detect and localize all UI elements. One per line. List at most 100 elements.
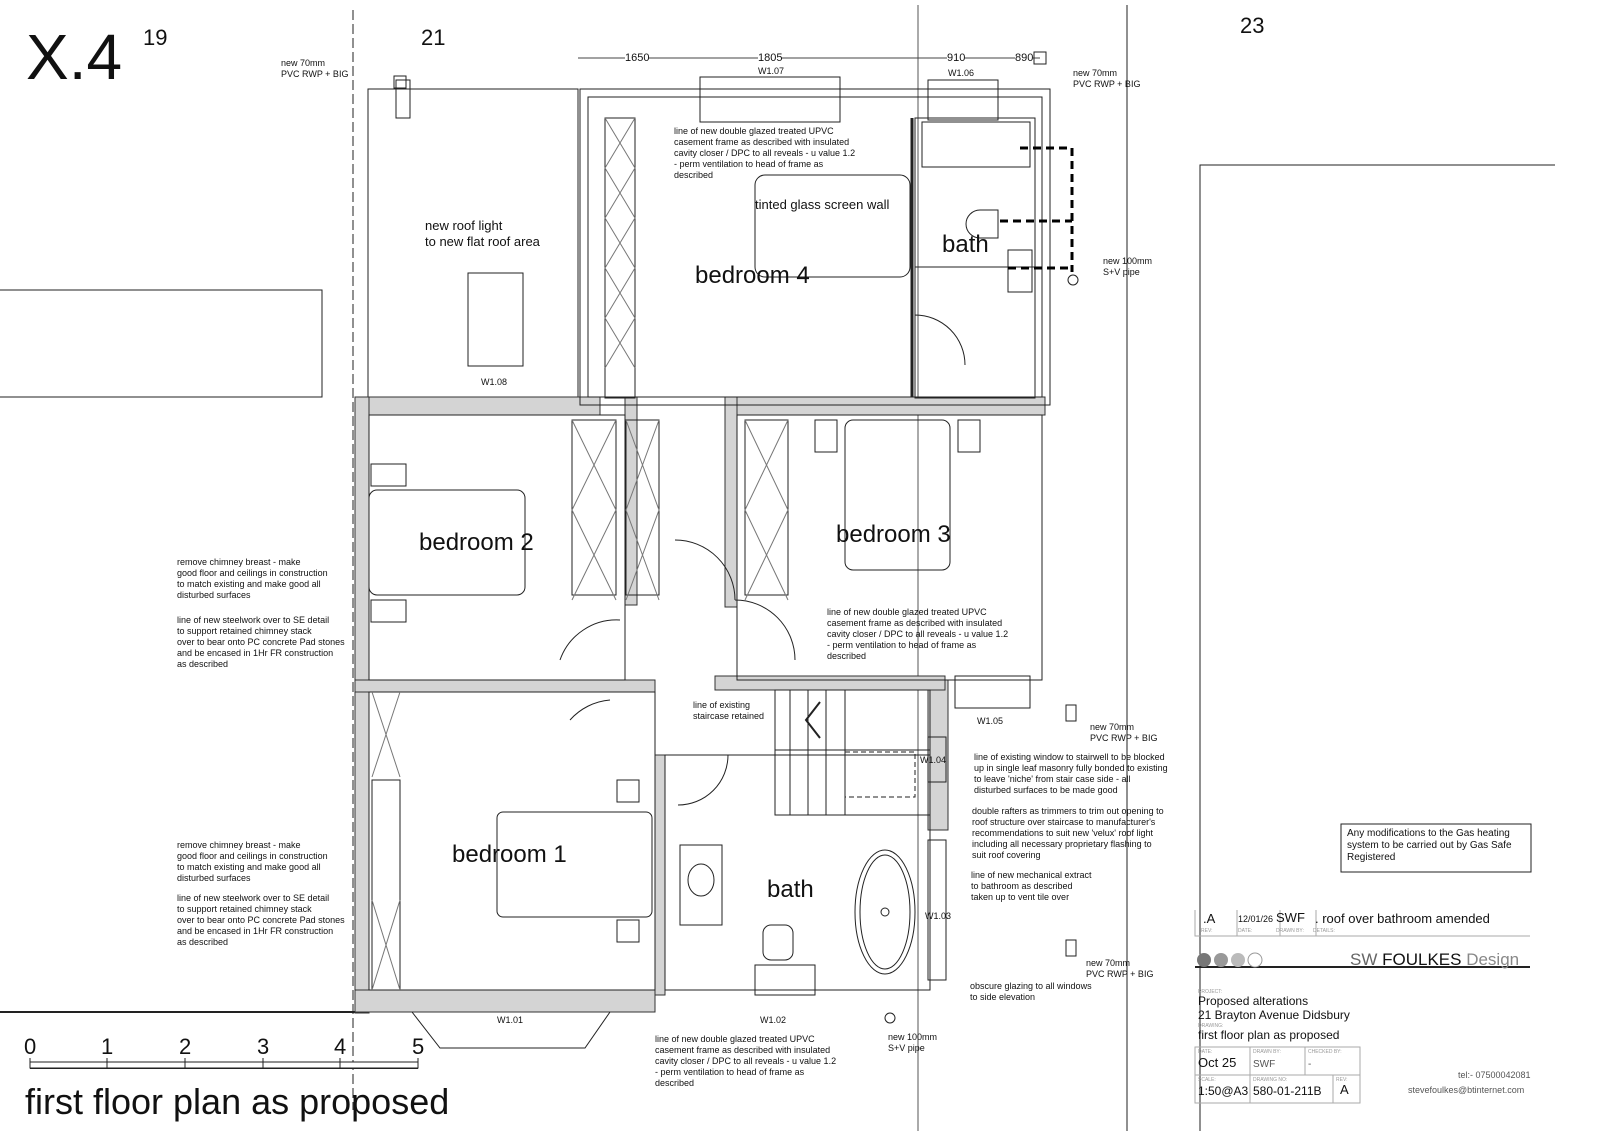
window-label: W1.04 (920, 755, 947, 765)
logo-dots (1197, 952, 1263, 968)
window-label: W1.02 (760, 1015, 787, 1025)
dimension-1805: 1805 (758, 52, 783, 65)
bay-window (411, 1011, 611, 1049)
scale-tick: 0 (24, 1034, 37, 1059)
note-rwp: new 70mm PVC RWP + BIG (1073, 68, 1141, 89)
note-steelwork: line of new steelwork over to SE detail … (177, 893, 345, 947)
drawing-date: Oct 25 (1198, 1055, 1237, 1070)
drawing-name: first floor plan as proposed (1198, 1028, 1340, 1042)
revision-date: 12/01/26 (1238, 914, 1274, 924)
room-label-bedroom2: bedroom 2 (419, 529, 534, 556)
upper-bath-outline (914, 117, 1036, 399)
company-name: SW FOULKES Design (1350, 950, 1519, 969)
drawn-by: SWF (1253, 1059, 1276, 1070)
room-label-bath-lower: bath (767, 876, 814, 903)
label: PROJECT: (1198, 989, 1223, 995)
vanity (679, 844, 723, 926)
lower-bath-outline (664, 754, 931, 991)
drawing-title: first floor plan as proposed (25, 1081, 450, 1122)
label: SCALE: (1198, 1077, 1216, 1083)
stair-arrow (804, 701, 821, 739)
note-rwp: new 70mm PVC RWP + BIG (1090, 722, 1158, 743)
note-stair-window: line of existing window to stairwell to … (974, 752, 1168, 795)
grid-label-23: 23 (1240, 13, 1265, 38)
label: DATE: (1238, 928, 1253, 934)
room-label-bedroom1: bedroom 1 (452, 841, 567, 868)
drawing-number: 580-01-211B (1253, 1084, 1322, 1098)
label: CHECKED BY: (1308, 1049, 1342, 1055)
window-label: W1.07 (758, 66, 785, 76)
neighbour-outline-left (0, 289, 323, 398)
room-label-bedroom4: bedroom 4 (695, 262, 810, 289)
wardrobe-bedroom4 (604, 117, 636, 399)
window-label: W1.05 (977, 716, 1004, 726)
room-label-bedroom3: bedroom 3 (836, 521, 951, 548)
freestanding-bath (854, 849, 916, 975)
label: DRAWN BY: (1276, 928, 1304, 934)
note-rafters: double rafters as trimmers to trim out o… (972, 806, 1164, 860)
contact-email: stevefoulkes@btinternet.com (1408, 1085, 1525, 1095)
project-line1: Proposed alterations (1198, 994, 1309, 1008)
company-name-part: FOULKES (1382, 950, 1462, 969)
note-rwp: new 70mm PVC RWP + BIG (1086, 958, 1154, 979)
revision-drawn-by: SWF (1276, 910, 1305, 925)
bedroom1-outline (368, 691, 656, 991)
window-label: W1.01 (497, 1015, 524, 1025)
note-gas: Any modifications to the Gas heating sys… (1347, 828, 1512, 863)
door-swing-bath (677, 754, 729, 806)
door-swing-bedroom1 (569, 699, 611, 721)
note-chimney: remove chimney breast - make good floor … (177, 557, 328, 600)
label: DRAWING NO: (1253, 1077, 1288, 1083)
note-glazing: line of new double glazed treated UPVC c… (827, 607, 1009, 661)
bedroom4-outline (579, 88, 1051, 406)
dimension-890: 890 (1015, 52, 1034, 65)
note-staircase: line of existing staircase retained (693, 700, 765, 722)
upper-wc (965, 209, 999, 239)
revision-details: . roof over bathroom amended (1315, 911, 1490, 926)
neighbour-outline-right (1199, 164, 1555, 1131)
company-name-part: Design (1461, 950, 1520, 969)
label: REV: (1201, 928, 1213, 934)
note-rwp: new 70mm PVC RWP + BIG (281, 58, 349, 79)
bed-bedroom2 (368, 489, 526, 596)
window-label: W1.08 (481, 377, 508, 387)
scale-tick: 3 (257, 1034, 270, 1059)
scale-tick: 4 (334, 1034, 347, 1059)
revision-rev: .A (1203, 911, 1216, 926)
roof-light (467, 272, 524, 367)
project-line2: 21 Brayton Avenue Didsbury (1198, 1008, 1350, 1022)
label: DRAWN BY: (1253, 1049, 1281, 1055)
window-label: W1.03 (925, 911, 952, 921)
bed-bedroom1 (496, 811, 653, 918)
scale-tick: 1 (101, 1034, 114, 1059)
note-extract: line of new mechanical extract to bathro… (971, 870, 1092, 902)
door-swing-bath (914, 314, 966, 395)
grid-label-21: 21 (421, 25, 446, 50)
wardrobe-bedroom3 (744, 419, 789, 596)
dimension-910: 910 (947, 52, 966, 65)
basin (687, 863, 715, 897)
bed-bedroom3 (844, 419, 951, 571)
note-sv-pipe: new 100mm S+V pipe (1103, 256, 1153, 277)
label: DETAILS: (1313, 928, 1335, 934)
note-sv-pipe: new 100mm S+V pipe (888, 1032, 938, 1053)
rwp-markers (393, 51, 1079, 1024)
gas-note-box (1340, 823, 1532, 873)
checked-by: - (1308, 1059, 1312, 1070)
tinted-glass-screen (754, 174, 911, 278)
note-obscure-glazing: obscure glazing to all windows to side e… (970, 981, 1092, 1002)
sheet-id: X.4 (26, 21, 123, 93)
wc (762, 924, 794, 961)
room-label-bath-upper: bath (942, 231, 989, 258)
note-glazing: line of new double glazed treated UPVC c… (655, 1034, 837, 1088)
drawing-scale: 1:50@A3 (1198, 1084, 1249, 1098)
velux-roof-light (844, 751, 916, 798)
note-glazing: line of new double glazed treated UPVC c… (674, 126, 856, 180)
scale-tick: 2 (179, 1034, 192, 1059)
upper-bathtub (921, 121, 1031, 168)
wardrobe-bedroom2 (571, 419, 617, 596)
note-steelwork: line of new steelwork over to SE detail … (177, 615, 345, 669)
window-label: W1.06 (948, 68, 975, 78)
